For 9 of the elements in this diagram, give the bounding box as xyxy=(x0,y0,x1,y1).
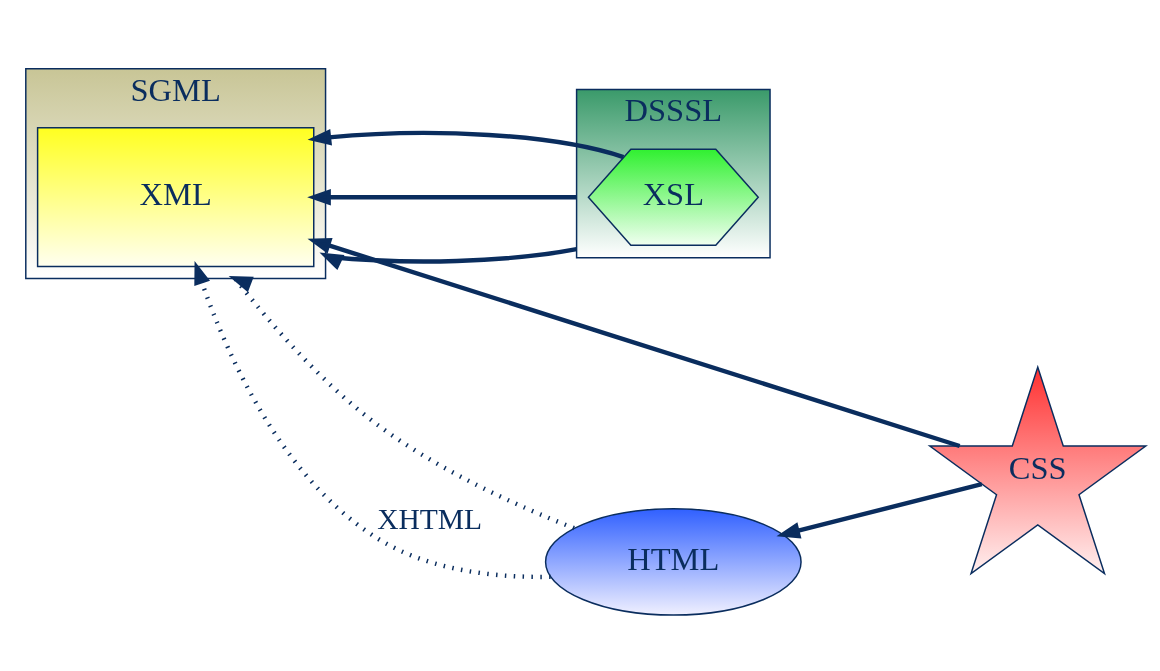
arrow xyxy=(307,188,577,205)
arrow xyxy=(194,260,551,579)
arrow xyxy=(307,237,961,448)
node-box: XML xyxy=(36,126,315,267)
arrow xyxy=(228,275,575,530)
arrow xyxy=(776,481,983,538)
arrow xyxy=(319,246,577,270)
arrow xyxy=(307,128,625,159)
edge-label: XHTML xyxy=(377,502,483,535)
